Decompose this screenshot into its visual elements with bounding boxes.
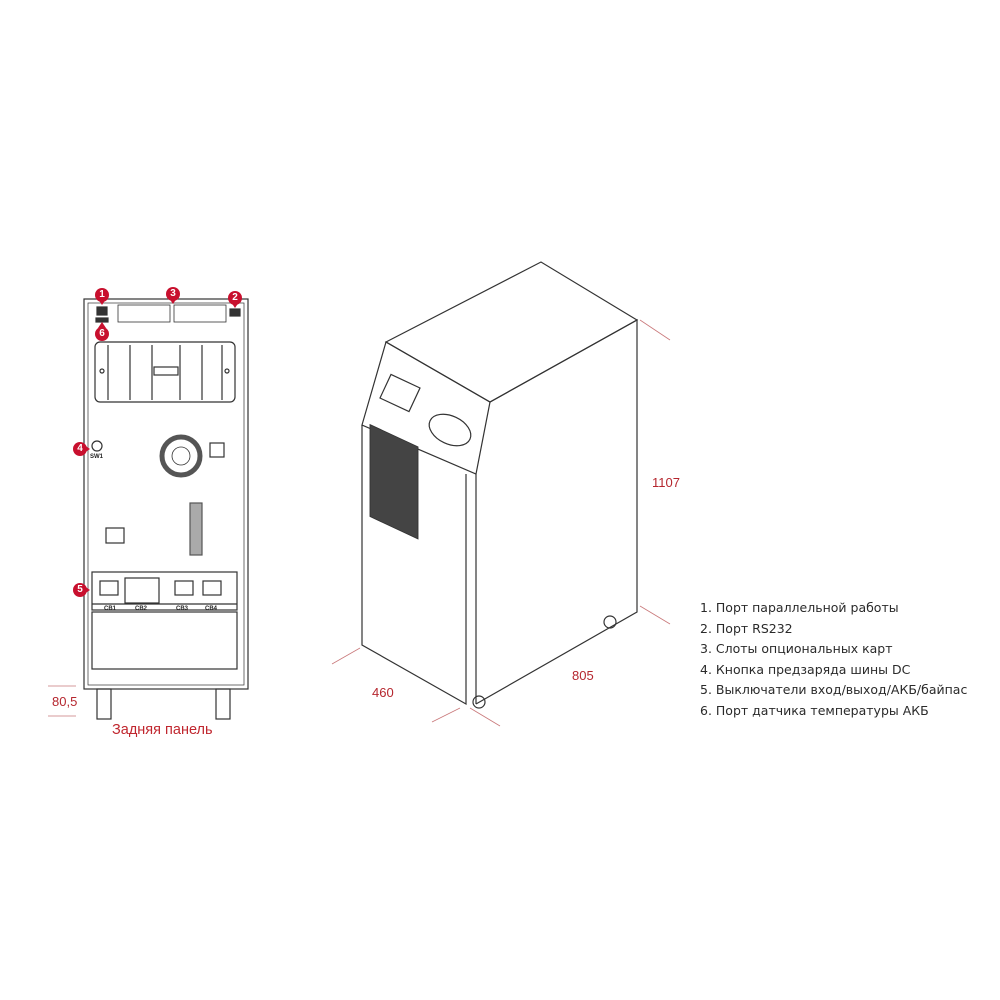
height-dimension: 1107 xyxy=(652,475,680,490)
marker-6: 6 xyxy=(95,322,109,341)
legend-item-2: 2. Порт RS232 xyxy=(700,620,793,636)
breaker-label-cb4: CB4 xyxy=(205,606,218,612)
isometric-cabinet-drawing xyxy=(331,261,671,727)
marker-5: 5 xyxy=(73,583,90,597)
width-dimension: 460 xyxy=(372,685,394,700)
legend: 1. Порт параллельной работы 2. Порт RS23… xyxy=(700,598,967,722)
breaker-label-cb3: CB3 xyxy=(176,606,189,612)
marker-4: 4 xyxy=(73,442,90,456)
breaker-label-cb2: CB2 xyxy=(135,606,148,612)
marker-1: 1 xyxy=(95,288,109,305)
legend-item-3: 3. Слоты опциональных карт xyxy=(700,641,893,657)
breaker-label-cb1: CB1 xyxy=(104,606,117,612)
legend-item-1: 1. Порт параллельной работы xyxy=(700,600,899,615)
legend-item-5: 5. Выключатели вход/выход/АКБ/байпас xyxy=(700,682,968,698)
legend-item-6: 6. Порт датчика температуры АКБ xyxy=(700,702,929,718)
switch-label-sw1: SW1 xyxy=(90,454,104,460)
rear-panel-drawing xyxy=(48,298,249,720)
marker-2: 2 xyxy=(228,291,242,308)
rear-panel-caption: Задняя панель xyxy=(112,722,213,738)
wheel-height-dimension: 80,5 xyxy=(52,694,78,709)
legend-item-4: 4. Кнопка предзаряда шины DC xyxy=(700,661,911,677)
marker-3: 3 xyxy=(166,287,180,304)
depth-dimension: 805 xyxy=(572,668,594,683)
